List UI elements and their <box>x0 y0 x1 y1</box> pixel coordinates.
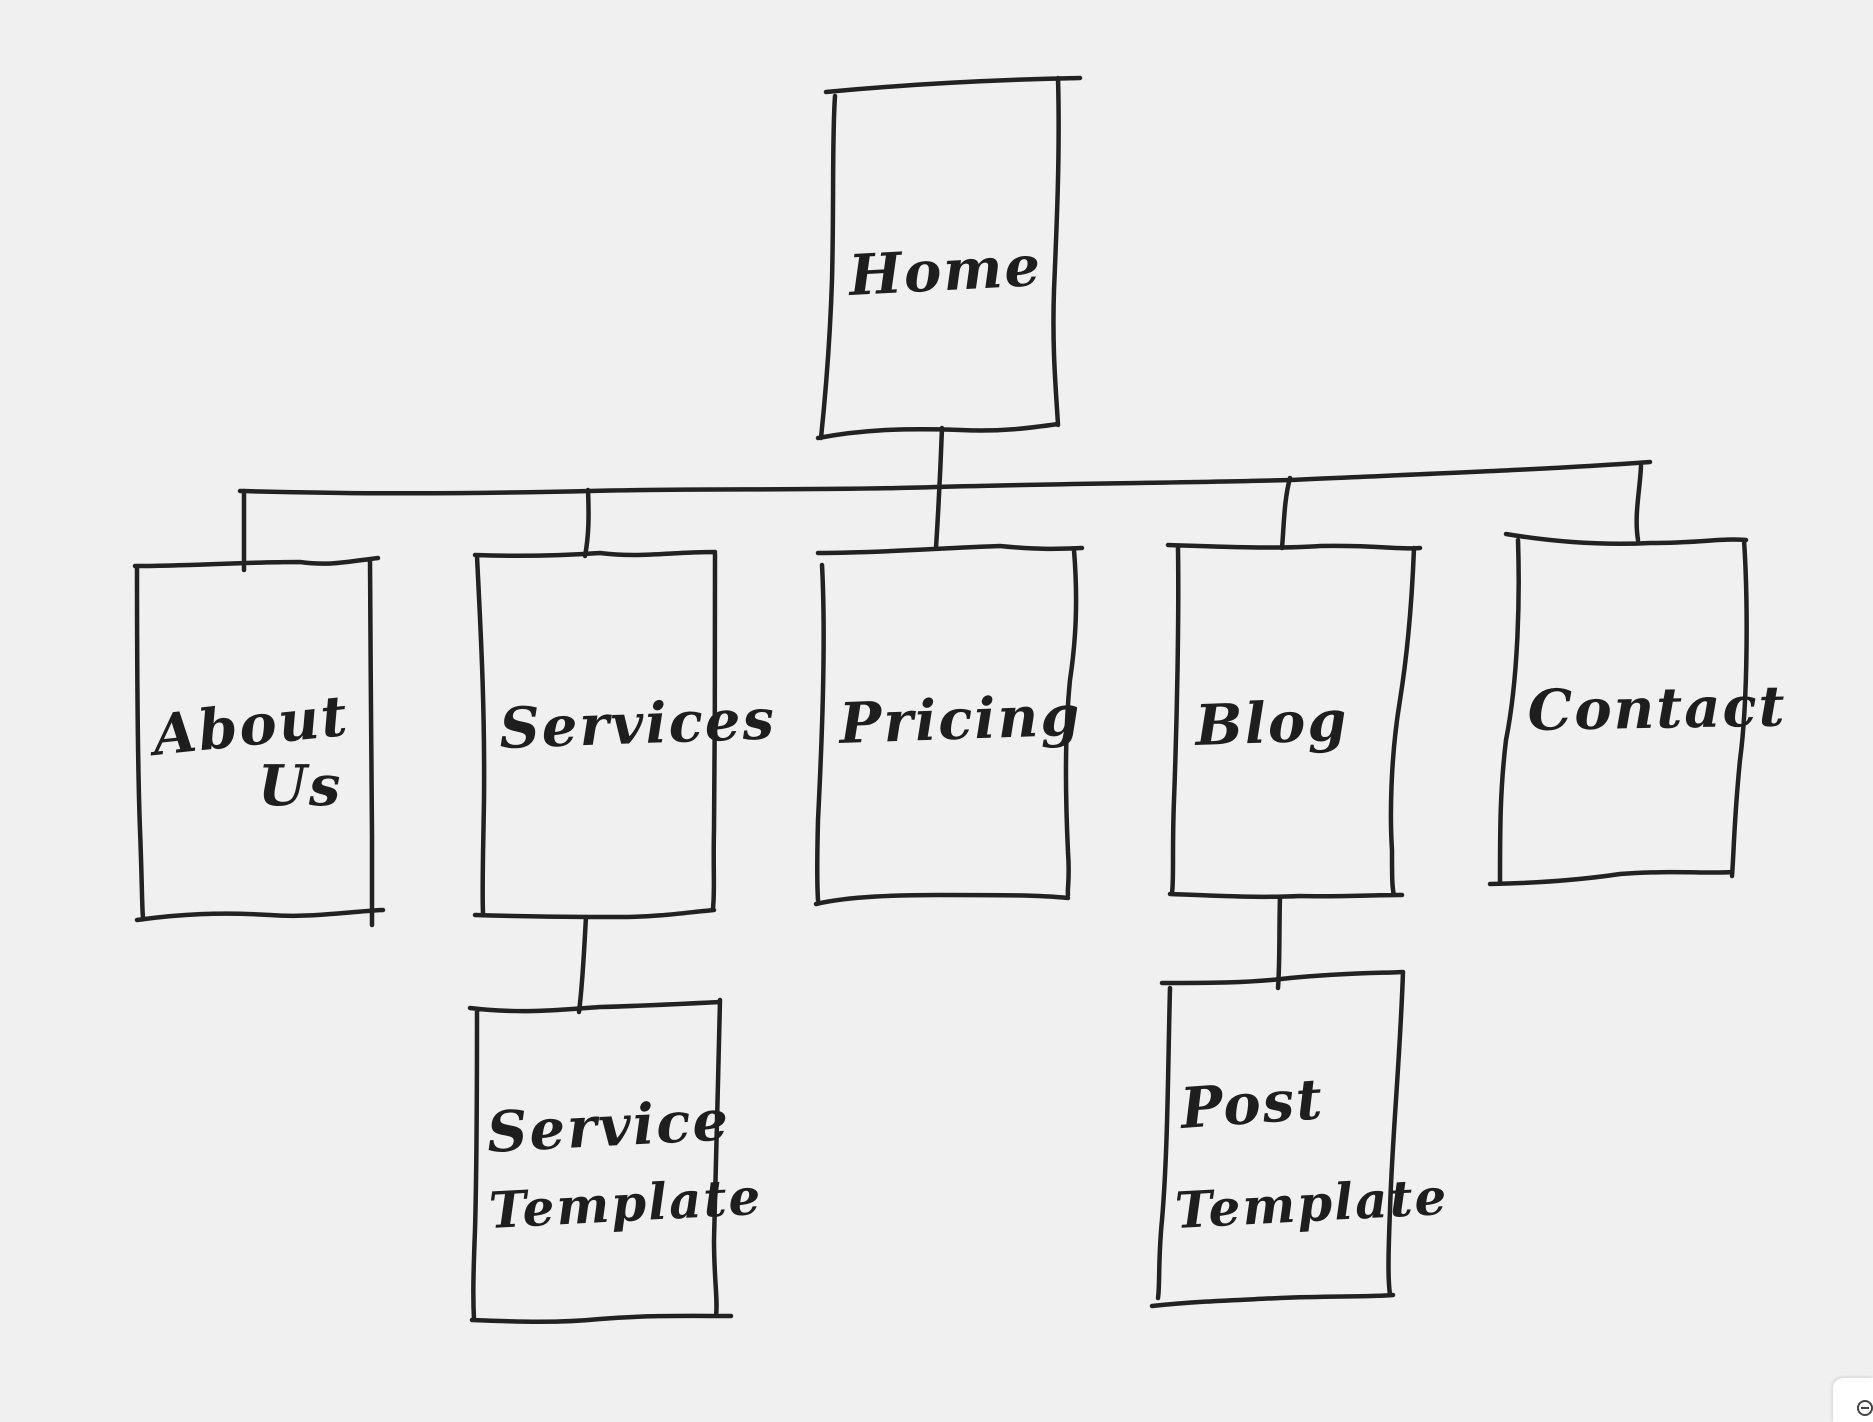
post-template-label-line1: Post <box>1176 1066 1326 1142</box>
edge-bus-to-contact <box>1634 463 1644 543</box>
pricing-box <box>813 543 1085 907</box>
zoom-control[interactable] <box>1833 1378 1873 1422</box>
zoom-out-icon <box>1857 1400 1873 1416</box>
edge-bus-to-services <box>582 487 591 559</box>
edge-home-to-bus <box>933 425 945 551</box>
home-label: Home <box>845 233 1043 309</box>
edge-bus-to-blog <box>1279 475 1293 551</box>
blog-box <box>1165 542 1423 900</box>
blog-label: Blog <box>1192 688 1349 759</box>
node-boxes <box>132 75 1749 1324</box>
edge-services-to-service-template <box>576 914 589 1015</box>
edge-main-bus <box>237 459 1653 496</box>
services-box <box>472 549 718 920</box>
pricing-label: Pricing <box>836 683 1082 757</box>
post-template-label-line2: Template <box>1174 1167 1450 1240</box>
node-labels: Home About Us Services Pricing Blog Cont… <box>145 233 1787 1240</box>
about-us-box <box>132 555 386 928</box>
services-label: Services <box>498 686 777 762</box>
service-template-box <box>467 997 734 1324</box>
connectors <box>237 425 1653 1015</box>
contact-label: Contact <box>1527 673 1787 744</box>
service-template-label-line2: Template <box>488 1167 764 1240</box>
edge-blog-to-post-template <box>1275 894 1283 991</box>
post-template-box <box>1149 969 1406 1309</box>
service-template-label-line1: Service <box>485 1087 731 1166</box>
about-us-label-line2: Us <box>258 753 342 819</box>
contact-box <box>1487 531 1749 887</box>
home-box <box>815 75 1083 441</box>
